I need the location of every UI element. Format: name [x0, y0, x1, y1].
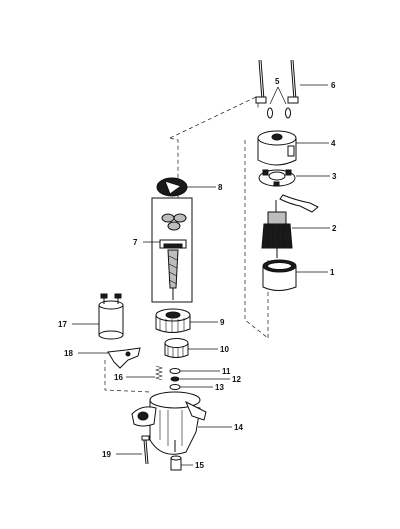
callout-10: 10: [220, 345, 229, 354]
armature: [261, 200, 293, 258]
callout-19: 19: [102, 450, 111, 459]
callout-2: 2: [332, 224, 337, 233]
callout-5: 5: [275, 77, 280, 86]
screws: [267, 107, 291, 119]
through-bolts: [255, 59, 299, 104]
callout-14: 14: [234, 423, 243, 432]
callout-12: 12: [232, 375, 241, 384]
washers: [169, 368, 181, 390]
bushing: [170, 455, 182, 471]
callout-17: 17: [58, 320, 67, 329]
callout-15: 15: [195, 461, 204, 470]
spring: [155, 365, 163, 381]
pinion: [164, 338, 189, 358]
lever-fork: [107, 347, 141, 369]
callout-7: 7: [133, 238, 138, 247]
callout-1: 1: [330, 268, 335, 277]
callout-3: 3: [332, 172, 337, 181]
callout-8: 8: [218, 183, 223, 192]
gear-ring: [155, 308, 191, 333]
callout-11: 11: [222, 367, 231, 376]
leader-lines: [72, 84, 330, 466]
callout-labels: 1 2 3 4 5 6 7 8 9 10 11 12 13 14 15 16 1…: [58, 77, 337, 470]
callout-18: 18: [64, 349, 73, 358]
end-cap: [257, 130, 297, 166]
callout-13: 13: [215, 383, 224, 392]
field-frame: [262, 259, 297, 291]
callout-16: 16: [114, 373, 123, 382]
callout-6: 6: [331, 81, 336, 90]
solenoid: [98, 293, 124, 340]
brush-plate: [258, 169, 319, 213]
callout-9: 9: [220, 318, 225, 327]
drive-housing: [131, 391, 207, 455]
callout-4: 4: [331, 139, 336, 148]
mounting-bolt: [141, 435, 150, 465]
drive-assembly: [151, 197, 193, 303]
